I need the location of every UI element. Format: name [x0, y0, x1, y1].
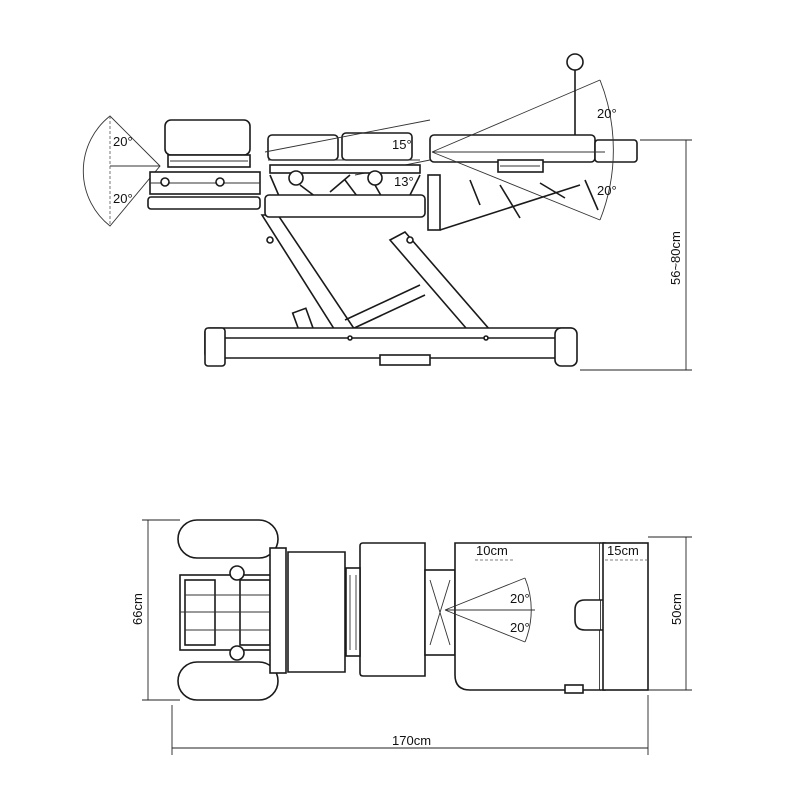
leg-down-angle-label: 20° — [597, 183, 617, 198]
leg-section — [427, 53, 638, 231]
head-mechanism — [179, 547, 287, 674]
top-view: 10cm 15cm 20° 20° 170cm 66cm 50cm — [130, 519, 692, 755]
leg-pad — [444, 542, 649, 694]
chest-pads — [287, 542, 426, 677]
leg-up-angle-label: 20° — [597, 106, 617, 121]
base-frame — [204, 327, 578, 367]
chest-angle-label: 15° — [392, 137, 412, 152]
top-view-dimensions — [142, 519, 692, 755]
head-angle-guides — [82, 115, 161, 227]
head-up-angle-label: 20° — [113, 134, 133, 149]
slide-distance-label: 10cm — [476, 543, 508, 558]
end-pad-label: 15cm — [607, 543, 639, 558]
side-view: 20° 20° 15° 13° 20° 20° 56~80cm — [82, 53, 692, 371]
arm-rests — [177, 519, 279, 701]
center-mechanism — [424, 569, 456, 656]
lateral-down-angle-label: 20° — [510, 620, 530, 635]
lateral-up-angle-label: 20° — [510, 591, 530, 606]
head-down-angle-label: 20° — [113, 191, 133, 206]
leg-width-label: 50cm — [669, 593, 684, 625]
height-dimension — [580, 139, 692, 371]
head-rest — [147, 119, 261, 210]
width-label: 66cm — [130, 593, 145, 625]
chest-section — [264, 119, 431, 216]
scissor-lift — [260, 194, 492, 336]
length-label: 170cm — [392, 733, 431, 748]
pelvic-angle-label: 13° — [394, 174, 414, 189]
height-range-label: 56~80cm — [668, 231, 683, 285]
